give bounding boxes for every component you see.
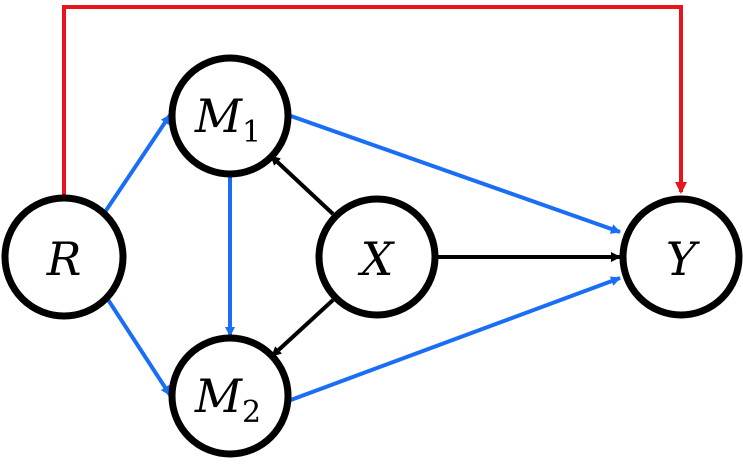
node-M1-sub: 1 bbox=[242, 115, 261, 150]
node-R-label: R bbox=[46, 232, 82, 286]
edge-m2-y bbox=[287, 276, 621, 403]
node-M2: M2 bbox=[168, 334, 292, 458]
edge-m1-y bbox=[287, 113, 621, 234]
node-X-main: X bbox=[358, 232, 396, 286]
edges-layer bbox=[62, 5, 687, 403]
edge-x-m2 bbox=[270, 298, 335, 358]
node-M1-main: M bbox=[194, 89, 244, 143]
edge-r-y bbox=[62, 5, 687, 195]
node-Y-main: Y bbox=[666, 232, 701, 286]
node-Y: Y bbox=[619, 195, 743, 319]
edge-x-m1 bbox=[269, 154, 335, 216]
node-R-main: R bbox=[46, 232, 82, 286]
edge-r-m2 bbox=[103, 293, 172, 397]
edge-r-m1 bbox=[103, 113, 172, 214]
node-R: R bbox=[1, 194, 127, 320]
node-M1: M1 bbox=[168, 54, 292, 178]
node-X-label: X bbox=[358, 232, 396, 286]
node-Y-label: Y bbox=[666, 232, 701, 286]
node-M2-main: M bbox=[194, 369, 244, 423]
node-X: X bbox=[315, 195, 439, 319]
node-M2-sub: 2 bbox=[242, 395, 261, 430]
node-M1-label: M1 bbox=[194, 89, 261, 150]
node-M2-label: M2 bbox=[194, 369, 261, 430]
